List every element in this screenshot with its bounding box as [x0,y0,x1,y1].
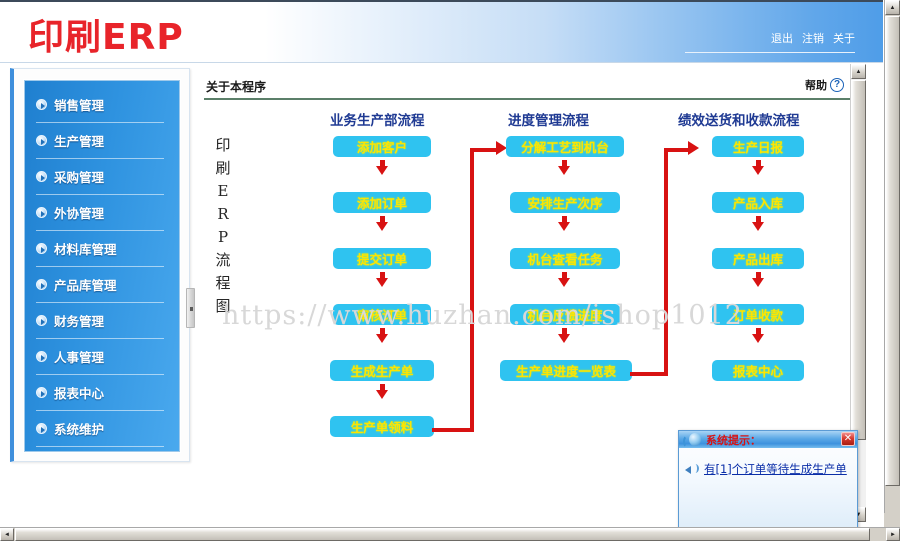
vlabel-char: 流 [215,251,231,269]
play-circle-icon [36,423,47,434]
sidebar-menu: 销售管理 生产管理 采购管理 外协管理 材料库管理 产品库管理 [23,79,181,453]
vlabel-char: 程 [215,274,231,292]
play-circle-icon [36,387,47,398]
popup-message-link[interactable]: 有[1]个订单等待生成生产单 [704,462,847,476]
sidebar-item-outsourcing[interactable]: 外协管理 [36,195,164,231]
vlabel-char: 图 [215,297,231,315]
sidebar-item-product-warehouse[interactable]: 产品库管理 [36,267,164,303]
flow-node-production-progress-list[interactable]: 生产单进度一览表 [500,360,632,381]
sidebar-item-production[interactable]: 生产管理 [36,123,164,159]
flow-node-submit-order[interactable]: 提交订单 [333,248,431,269]
vlabel-char: 刷 [215,159,231,177]
flow-node-create-production-order[interactable]: 生成生产单 [330,360,434,381]
sidebar-item-finance[interactable]: 财务管理 [36,303,164,339]
sound-icon [685,463,699,476]
sidebar-item-label: 报表中心 [54,386,105,401]
vlabel-char: 印 [215,136,231,154]
scroll-up-button[interactable]: ▲ [885,0,900,15]
flow-node-arrange-production-sequence[interactable]: 安排生产次序 [510,192,620,213]
flow-node-report-center[interactable]: 报表中心 [712,360,804,381]
scroll-thumb[interactable] [851,80,866,440]
flow-node-split-process-to-machine[interactable]: 分解工艺到机台 [506,136,624,157]
app-logo: 印刷ERP [28,17,184,58]
play-circle-icon [36,243,47,254]
nav-link-exit[interactable]: 退出 [771,33,793,45]
popup-title-text: 系统提示： [706,433,761,447]
flow-node-add-order[interactable]: 添加订单 [333,192,431,213]
top-navigation: 退出 注销 关于 [685,30,855,53]
popup-title-bar: 系统提示： ✕ [679,431,857,448]
sidebar-item-material-warehouse[interactable]: 材料库管理 [36,231,164,267]
sidebar-item-label: 人事管理 [54,350,105,365]
flow-node-daily-production-report[interactable]: 生产日报 [712,136,804,157]
page-header: 印刷ERP 退出 注销 关于 [0,0,883,63]
scroll-up-button[interactable]: ▲ [851,64,866,79]
play-circle-icon [36,207,47,218]
title-divider [204,98,850,100]
sidebar-item-label: 材料库管理 [54,242,117,257]
play-circle-icon [36,171,47,182]
nav-link-logout[interactable]: 注销 [802,33,824,45]
flow-connector-2-to-3 [630,141,700,376]
window-horizontal-scrollbar[interactable]: ◄ ► [0,527,900,541]
speaker-icon [682,433,704,448]
sidebar-item-purchasing[interactable]: 采购管理 [36,159,164,195]
page-title: 关于本程序 [206,80,267,94]
vlabel-char: P [217,228,229,246]
flow-node-production-order-material[interactable]: 生产单领料 [330,416,434,437]
vlabel-char: E [217,182,229,200]
flowchart-vertical-label: 印 刷 E R P 流 程 图 [210,134,236,318]
sidebar-item-label: 财务管理 [54,314,105,329]
flow-node-review-order[interactable]: 审核订单 [333,304,431,325]
flow-node-product-outbound[interactable]: 产品出库 [712,248,804,269]
play-circle-icon [36,279,47,290]
flowchart-column-heading-3: 绩效送货和收款流程 [678,113,800,129]
flowchart-column-heading-1: 业务生产部流程 [330,113,425,129]
popup-body: 有[1]个订单等待生成生产单 [679,448,857,476]
play-circle-icon [36,135,47,146]
content-vertical-scrollbar[interactable]: ▲ ▼ [850,64,866,522]
play-circle-icon [36,99,47,110]
sidebar-item-hr[interactable]: 人事管理 [36,339,164,375]
sidebar-item-label: 销售管理 [54,98,105,113]
sidebar-panel: 销售管理 生产管理 采购管理 外协管理 材料库管理 产品库管理 [10,68,190,462]
question-mark-icon: ? [830,78,844,92]
sidebar-item-reports[interactable]: 报表中心 [36,375,164,411]
play-circle-icon [36,315,47,326]
sidebar-item-label: 系统维护 [54,422,105,437]
flow-connector-1-to-2 [432,141,508,432]
flow-node-machine-feedback-progress[interactable]: 机台反馈进度 [510,304,620,325]
sidebar-collapse-handle[interactable] [186,288,195,328]
flow-node-add-customer[interactable]: 添加客户 [333,136,431,157]
scrollbar-corner [884,513,900,527]
flow-node-product-inbound[interactable]: 产品入库 [712,192,804,213]
help-label: 帮助 [805,79,827,92]
system-notification-popup: 系统提示： ✕ 有[1]个订单等待生成生产单 [678,430,858,535]
flow-node-machine-view-tasks[interactable]: 机台查看任务 [510,248,620,269]
window-vertical-scrollbar[interactable]: ▲ ▼ [884,0,900,528]
sidebar-item-sales[interactable]: 销售管理 [36,87,164,123]
scroll-right-button[interactable]: ► [886,528,900,541]
sidebar-item-label: 产品库管理 [54,278,117,293]
vlabel-char: R [217,205,229,223]
sidebar-item-label: 生产管理 [54,134,105,149]
play-circle-icon [36,351,47,362]
scroll-left-button[interactable]: ◄ [0,528,14,541]
help-link[interactable]: 帮助 ? [805,77,844,93]
scroll-thumb[interactable] [15,528,870,541]
nav-link-about[interactable]: 关于 [833,33,855,45]
close-icon[interactable]: ✕ [841,432,855,446]
flowchart-column-heading-2: 进度管理流程 [508,113,589,129]
sidebar-item-label: 外协管理 [54,206,105,221]
sidebar-item-label: 采购管理 [54,170,105,185]
scroll-thumb[interactable] [885,16,900,486]
flow-node-order-payment[interactable]: 订单收款 [712,304,804,325]
sidebar-item-system-maintenance[interactable]: 系统维护 [36,411,164,447]
